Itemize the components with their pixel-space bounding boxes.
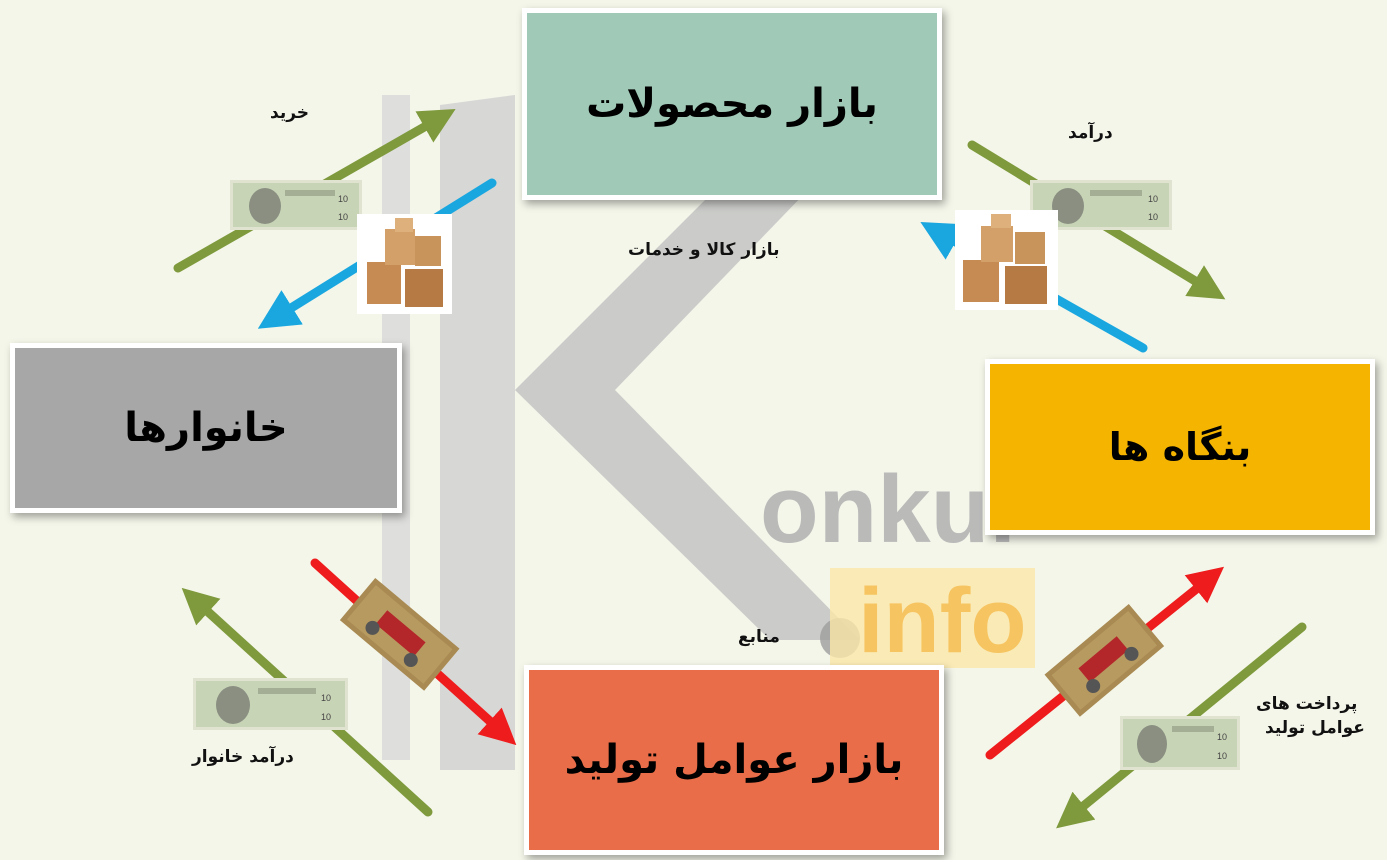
banknote-icon: 10 10 <box>230 180 362 230</box>
firms-box: بنگاه ها <box>985 359 1375 535</box>
purchase-label: خرید <box>270 103 310 123</box>
svg-text:info: info <box>858 570 1027 672</box>
svg-text:10: 10 <box>338 194 348 204</box>
machinery-icon <box>339 577 460 691</box>
svg-text:10: 10 <box>321 693 331 703</box>
banknote-icon: 10 10 <box>1030 180 1172 230</box>
factors-market-box: بازار عوامل تولید <box>524 665 944 855</box>
products-market-box: بازار محصولات <box>522 8 942 200</box>
machinery-icon <box>1044 603 1165 717</box>
factors-market-label: بازار عوامل تولید <box>564 737 904 783</box>
factor-payments-label-line2: عوامل تولید <box>1265 718 1365 738</box>
households-box: خانوارها <box>10 343 402 513</box>
cardboard-boxes-icon <box>357 214 452 314</box>
goods-services-market-label: بازار کالا و خدمات <box>628 240 780 260</box>
firms-label: بنگاه ها <box>1108 425 1252 469</box>
households-label: خانوارها <box>124 405 288 451</box>
svg-text:10: 10 <box>1217 732 1227 742</box>
cardboard-boxes-icon <box>955 210 1058 310</box>
svg-text:onkur: onkur <box>760 456 1027 563</box>
svg-text:10: 10 <box>1217 751 1227 761</box>
svg-text:10: 10 <box>1148 212 1158 222</box>
income-label: درآمد <box>1068 123 1113 143</box>
products-market-label: بازار محصولات <box>586 81 878 127</box>
svg-text:10: 10 <box>321 712 331 722</box>
svg-text:10: 10 <box>1148 194 1158 204</box>
resources-label: منابع <box>738 627 780 647</box>
svg-text:10: 10 <box>338 212 348 222</box>
watermark-logo: onkur info <box>382 95 1035 770</box>
factor-payments-label-line1: پرداخت های <box>1256 694 1358 714</box>
household-income-label: درآمد خانوار <box>192 747 294 767</box>
banknote-icon: 10 10 <box>1120 716 1240 770</box>
banknote-icon: 10 10 <box>193 678 348 730</box>
